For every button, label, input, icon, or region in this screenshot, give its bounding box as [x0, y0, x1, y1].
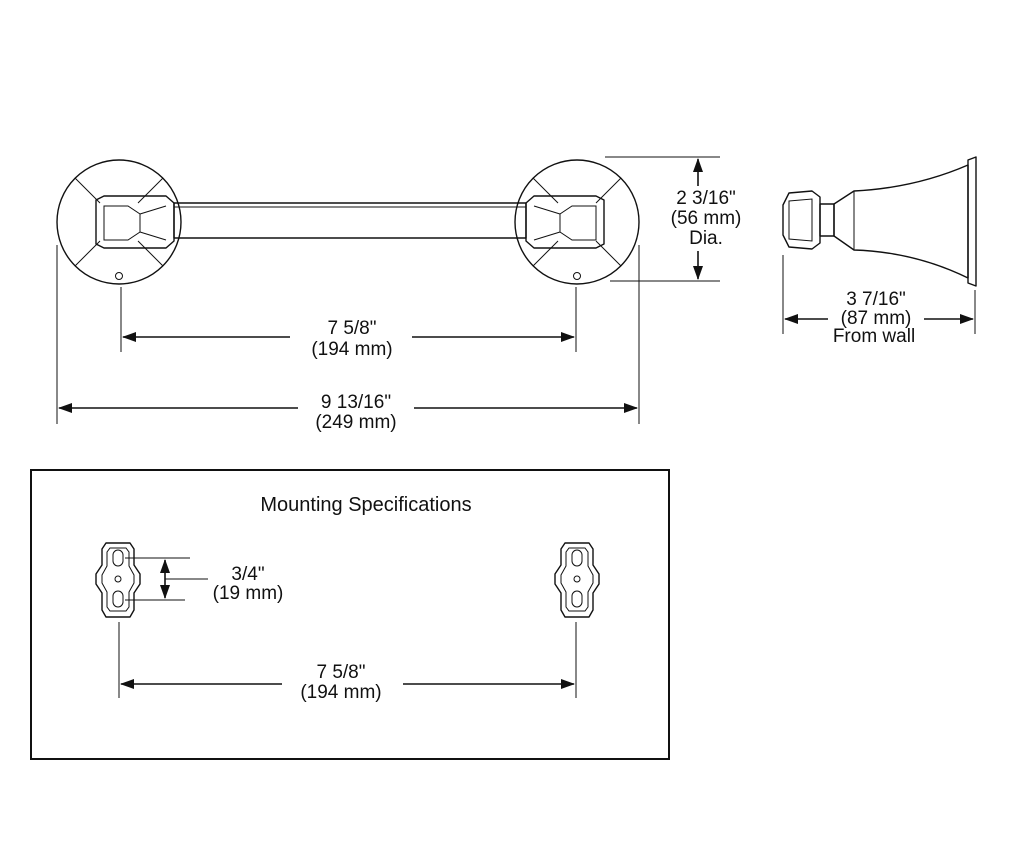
flange-dim-fraction: 2 3/16" — [676, 188, 736, 209]
flange-dim-suffix: Dia. — [689, 228, 723, 249]
projection-dim-fraction: 3 7/16" — [846, 289, 906, 310]
length-dim-fraction: 7 5/8" — [327, 318, 376, 339]
projection-dim-metric: (87 mm) — [841, 308, 912, 329]
flange-dim-metric: (56 mm) — [671, 208, 742, 229]
mounting-specifications-panel: Mounting Specifications 3/4" (19 mm) — [30, 469, 670, 760]
spacing-dim-metric: (194 mm) — [300, 682, 381, 703]
left-mounting-bracket — [95, 542, 141, 618]
left-flange — [56, 159, 182, 285]
overall-dim-metric: (249 mm) — [315, 412, 396, 433]
side-view: 3 7/16" (87 mm) From wall — [782, 156, 977, 347]
front-view: 7 5/8" (194 mm) 9 13/16" (249 mm) 2 3/16… — [56, 156, 742, 433]
mounting-title: Mounting Specifications — [260, 494, 471, 516]
slot-dim-metric: (19 mm) — [213, 583, 284, 604]
slot-dim-fraction: 3/4" — [231, 564, 264, 585]
right-flange — [514, 159, 640, 285]
projection-dim-suffix: From wall — [833, 326, 915, 347]
length-dim-metric: (194 mm) — [311, 339, 392, 360]
towel-bar — [173, 202, 527, 239]
overall-dim-fraction: 9 13/16" — [321, 392, 391, 413]
right-mounting-bracket — [554, 542, 600, 618]
spacing-dim-fraction: 7 5/8" — [316, 662, 365, 683]
